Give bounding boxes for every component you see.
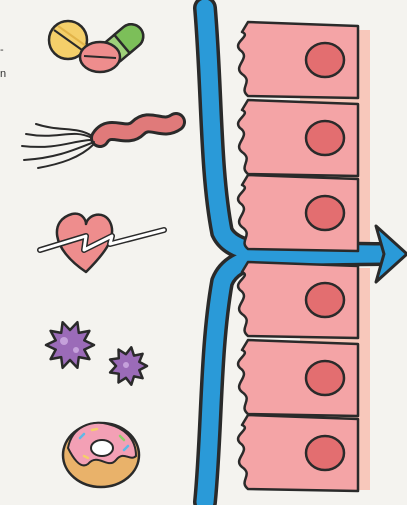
edge-text-fragment: n (0, 68, 7, 80)
epithelial-cell (236, 260, 360, 340)
cell-nucleus (304, 281, 346, 319)
epithelial-cell (236, 413, 360, 493)
epithelial-cell (236, 98, 360, 178)
cell-nucleus (304, 41, 346, 79)
epithelial-cell (236, 173, 360, 253)
broken-heart-icon (37, 212, 167, 274)
bacterium-icon (21, 112, 186, 169)
virus-icon (44, 320, 149, 386)
cell-nucleus (304, 359, 346, 397)
edge-text-fragment: - (0, 44, 4, 56)
epithelial-cell (236, 20, 360, 100)
epithelial-cell (236, 338, 360, 418)
epithelial-cells (236, 20, 360, 493)
arrow-head-icon (374, 224, 407, 284)
donut-icon (61, 421, 141, 489)
blood-vessel (193, 0, 402, 505)
cell-nucleus (304, 194, 346, 232)
cell-nucleus (304, 119, 346, 157)
pills-icon (47, 19, 145, 74)
cell-nucleus (304, 434, 346, 472)
